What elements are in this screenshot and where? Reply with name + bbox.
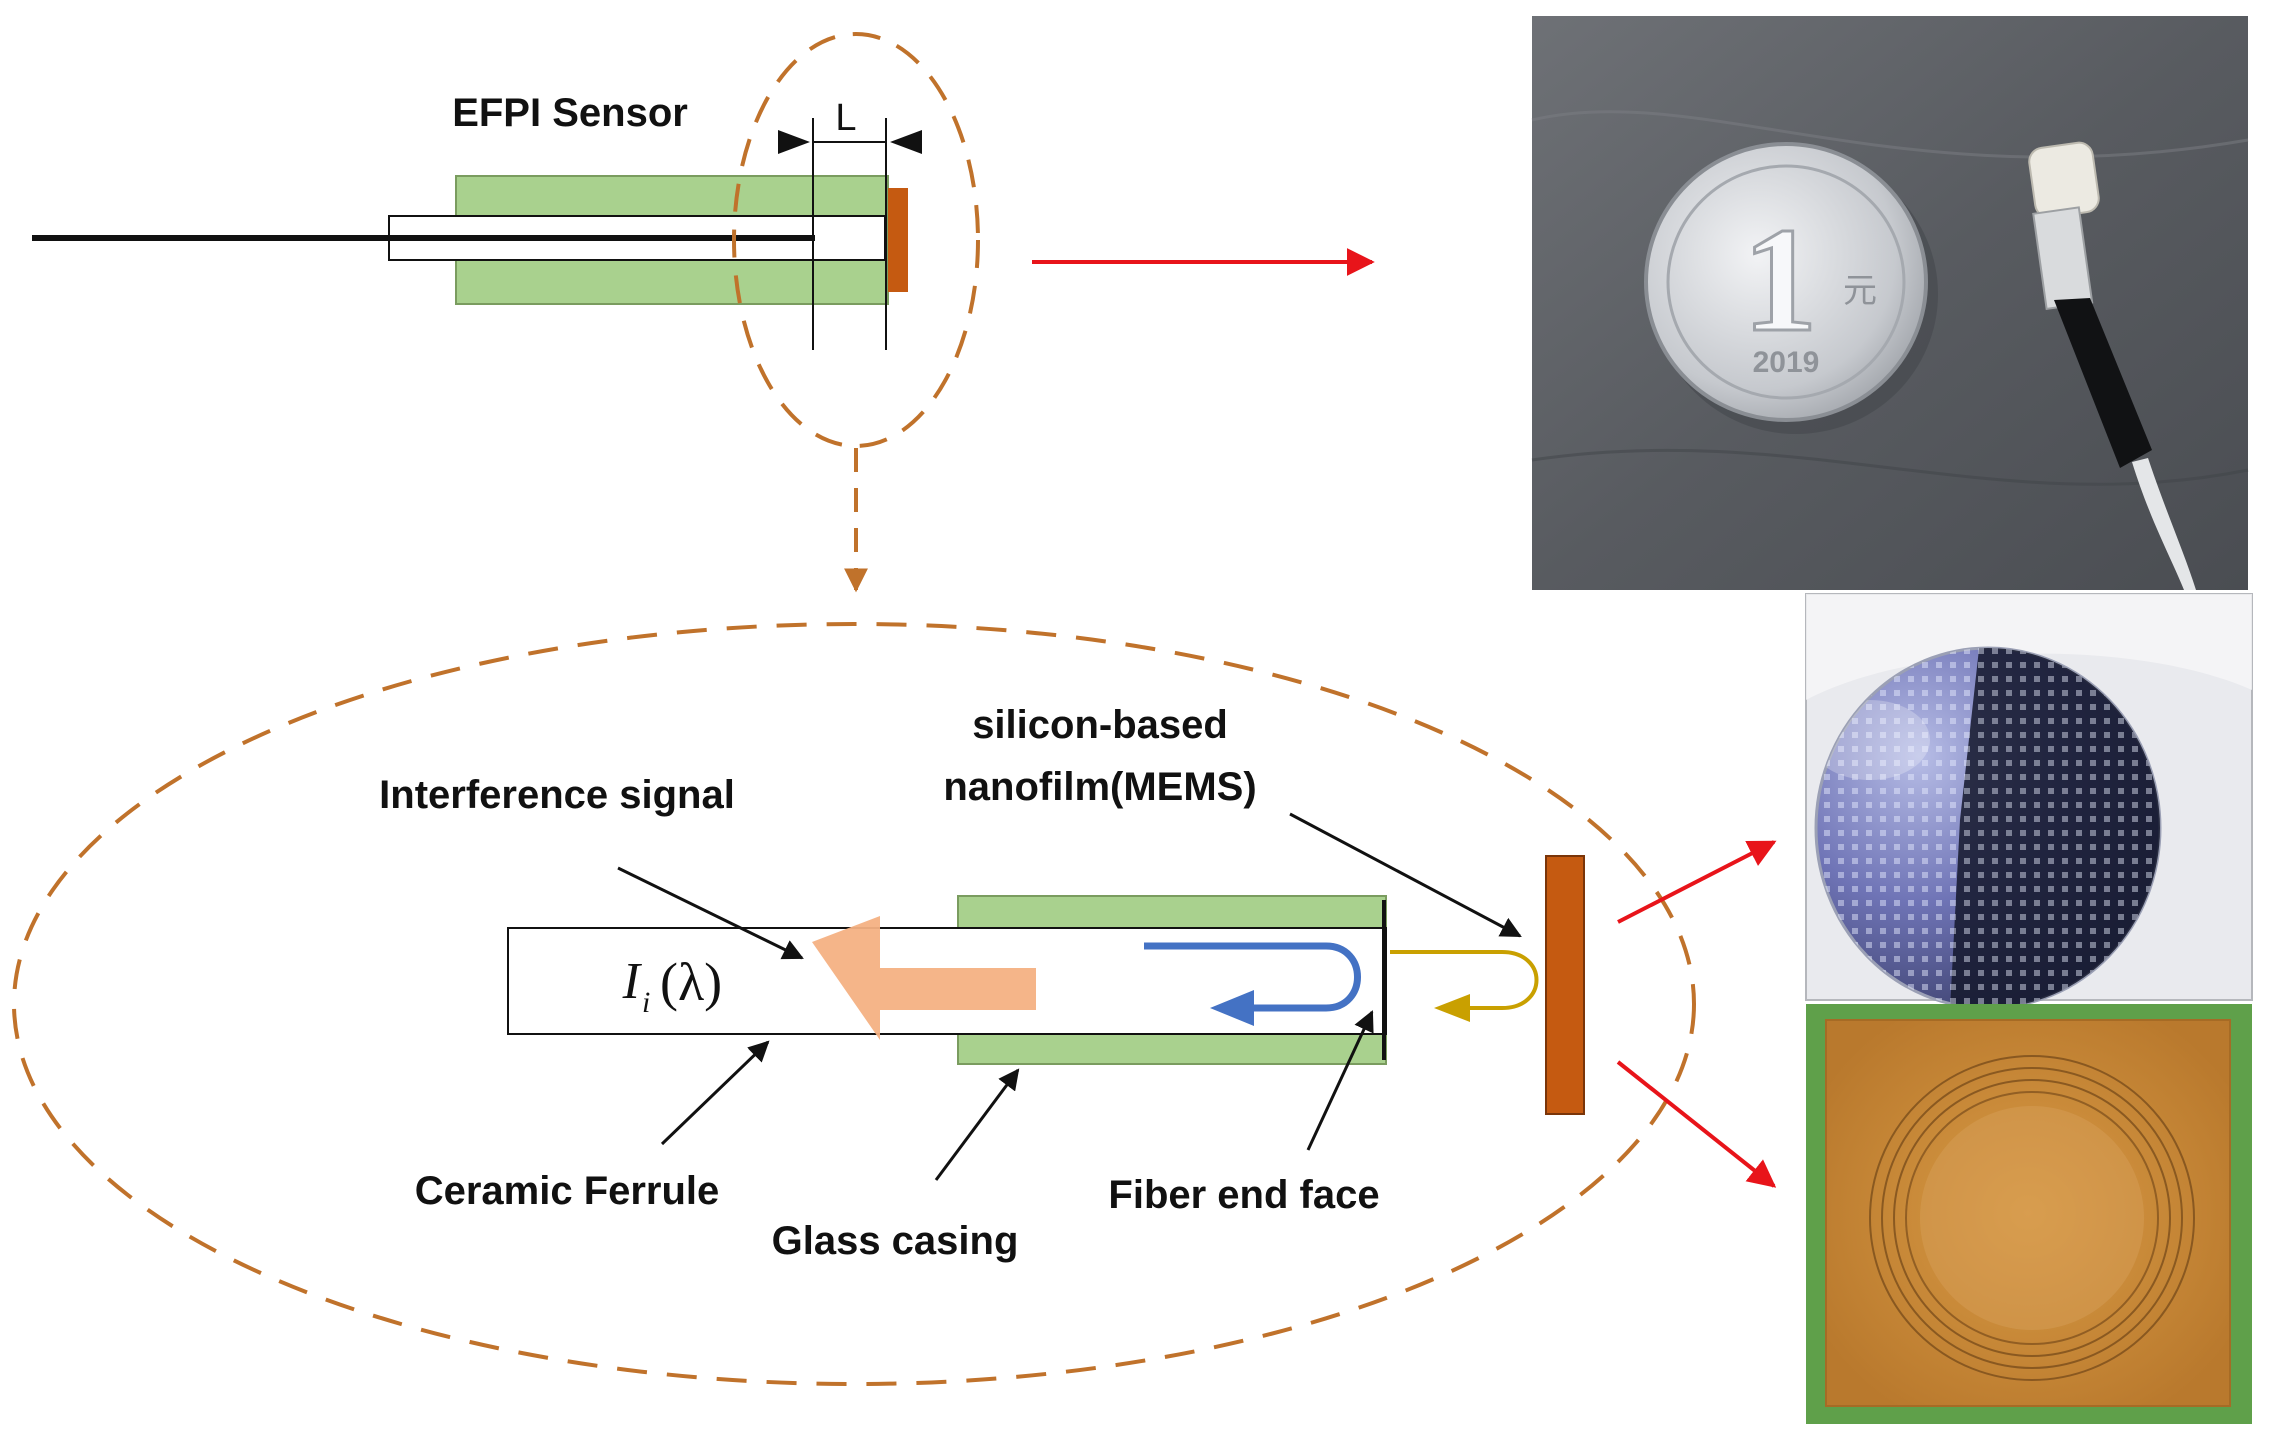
arrow-to-chip — [1616, 1060, 1777, 1188]
reflection-arrowhead-fiber — [1210, 990, 1254, 1026]
chip-ring-1 — [1869, 1055, 2195, 1381]
arrow-to-wafer — [1617, 840, 1777, 924]
probe-cable — [2132, 458, 2196, 590]
reflection-path-membrane — [1390, 950, 1539, 1010]
mems-pointer — [1289, 812, 1522, 938]
fiber-end-pointer — [1306, 1010, 1374, 1151]
glass-pointer — [934, 1068, 1020, 1181]
sensor-schematic: L EFPI Sensor — [32, 32, 980, 593]
fiber-end-face-label: Fiber end face — [1108, 1173, 1379, 1217]
ferrule-pointer — [660, 1040, 770, 1146]
chip-ring-3 — [1893, 1079, 2171, 1357]
intensity-subscript: i — [642, 986, 650, 1019]
coin-character: 元 — [1843, 271, 1877, 311]
reflection-arrowhead-membrane — [1434, 994, 1470, 1022]
intensity-symbol: I — [622, 953, 643, 1010]
mems-membrane — [1545, 855, 1585, 1115]
mems-chip-photo — [1806, 1004, 2252, 1424]
chip-ring-4 — [1905, 1091, 2159, 1345]
probe-sleeve — [2054, 298, 2152, 468]
zoomed-schematic: I i (λ) Interference signal silicon-base… — [12, 622, 1696, 1386]
chip-ring-2 — [1881, 1067, 2183, 1369]
efpi-sensor-label: EFPI Sensor — [452, 91, 688, 135]
mems-label-line1: silicon-based — [972, 703, 1228, 747]
sensor-probe — [2028, 141, 2196, 590]
mems-label-line2: nanofilm(MEMS) — [943, 765, 1256, 809]
zoom-ellipse-small — [732, 32, 980, 448]
dimension-arrow-right — [890, 130, 922, 154]
sensor-photo: 1 元 2019 — [1531, 16, 2249, 590]
reflection-path-fiber — [1144, 942, 1361, 1012]
wafer-photo — [1805, 593, 2253, 1010]
chip-center-diaphragm — [1920, 1106, 2144, 1330]
ceramic-ferrule-label: Ceramic Ferrule — [415, 1169, 720, 1213]
interference-pointer — [617, 866, 804, 960]
signal-output-arrow — [812, 916, 1036, 1040]
coin-year: 2019 — [1753, 346, 1820, 379]
glass-casing-label: Glass casing — [772, 1219, 1019, 1263]
intensity-argument: (λ) — [660, 952, 722, 1012]
membrane-schematic — [888, 188, 908, 292]
interference-signal-label: Interference signal — [379, 773, 735, 817]
zoom-ellipse-large — [12, 622, 1696, 1386]
coin — [1644, 142, 1928, 422]
dimension-arrow-left — [778, 130, 810, 154]
coin-digit: 1 — [1743, 197, 1818, 363]
coin-rim — [1666, 164, 1906, 400]
cavity-length-label: L — [835, 97, 856, 139]
